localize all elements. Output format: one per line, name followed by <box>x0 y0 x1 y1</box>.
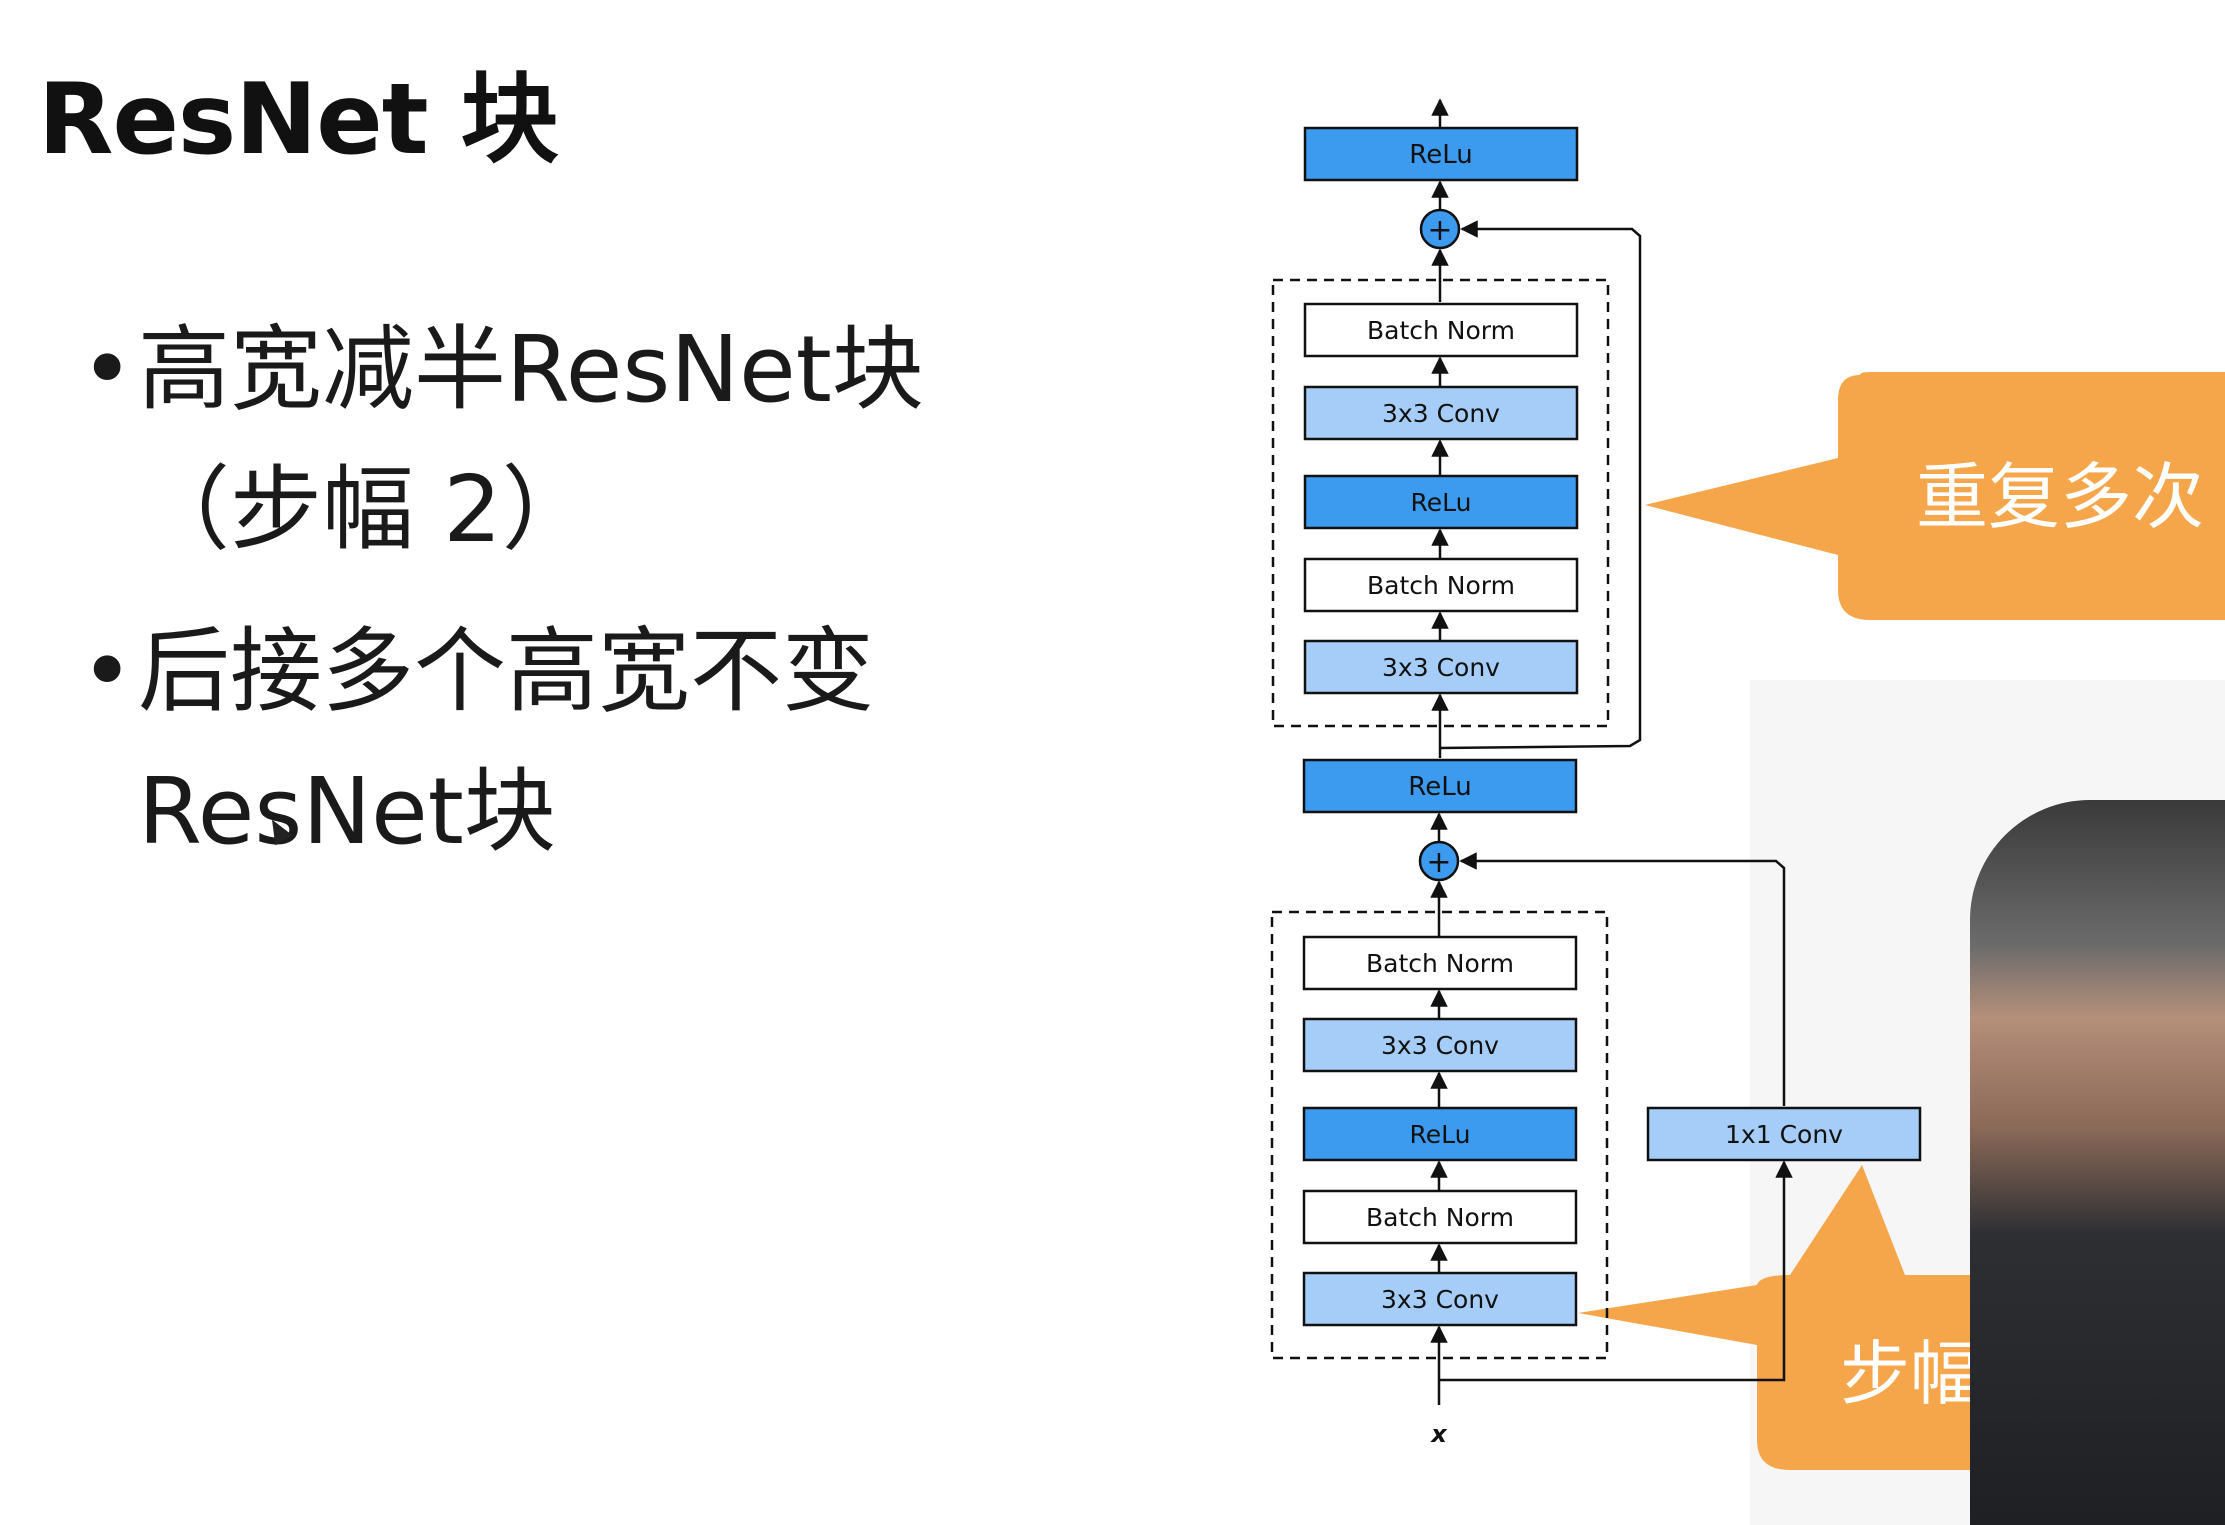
bullet-dot: • <box>80 618 135 725</box>
top-layer-batchnorm-2: Batch Norm <box>1303 557 1579 613</box>
bullet-text: 高宽减半ResNet块（步幅 2） <box>138 316 924 563</box>
skip-connection-bottom-input <box>1439 1160 1793 1382</box>
callout-repeat-text: 重复多次 <box>1916 455 2204 539</box>
layer-label: 3x3 Conv <box>1382 653 1500 682</box>
layer-label: ReLu <box>1410 1120 1471 1149</box>
layer-label: ReLu <box>1411 488 1472 517</box>
top-layer-conv-2: 3x3 Conv <box>1303 639 1579 695</box>
relu-middle-label: ReLu <box>1408 772 1471 802</box>
callout-repeat: 重复多次 <box>1645 372 2225 620</box>
add-symbol: + <box>1426 845 1451 880</box>
slide-title: ResNet 块 <box>38 63 559 177</box>
relu-output-box: ReLu <box>1303 126 1579 182</box>
top-layer-batchnorm-1: Batch Norm <box>1303 302 1579 358</box>
bottom-layer-conv-2: 3x3 Conv <box>1302 1271 1578 1327</box>
bullet-dot: • <box>80 316 135 423</box>
bottom-layer-conv-1: 3x3 Conv <box>1302 1017 1578 1073</box>
bottom-layer-batchnorm-1: Batch Norm <box>1302 935 1578 991</box>
relu-output-label: ReLu <box>1409 140 1472 170</box>
relu-middle-box: ReLu <box>1302 758 1578 814</box>
layer-label: 3x3 Conv <box>1381 1031 1499 1060</box>
add-node-bottom: + <box>1418 840 1460 882</box>
input-label: x <box>1430 1420 1448 1448</box>
layer-label: Batch Norm <box>1367 571 1515 600</box>
bullet-item: • 高宽减半ResNet块（步幅 2） <box>80 300 1038 580</box>
layer-label: Batch Norm <box>1366 949 1514 978</box>
callout-stride-text: 步幅 <box>1840 1333 1980 1415</box>
skip-connection-top <box>1439 220 1642 750</box>
bottom-layer-relu: ReLu <box>1302 1106 1578 1162</box>
shortcut-conv-box: 1x1 Conv <box>1646 1106 1922 1162</box>
layer-label: Batch Norm <box>1366 1203 1514 1232</box>
bottom-layer-batchnorm-2: Batch Norm <box>1302 1189 1578 1245</box>
top-layer-relu: ReLu <box>1303 474 1579 530</box>
layer-label: 3x3 Conv <box>1381 1285 1499 1314</box>
skip-connection-bottom-output <box>1459 852 1786 1106</box>
shortcut-conv-label: 1x1 Conv <box>1725 1120 1843 1149</box>
layer-label: Batch Norm <box>1367 316 1515 345</box>
layer-label: 3x3 Conv <box>1382 399 1500 428</box>
add-symbol: + <box>1427 213 1452 248</box>
add-node-top: + <box>1419 208 1461 250</box>
bullet-text: 后接多个高宽不变ResNet块 <box>138 618 875 865</box>
presenter-video <box>1970 800 2225 1525</box>
top-layer-conv-1: 3x3 Conv <box>1303 385 1579 441</box>
bullet-item: • 后接多个高宽不变ResNet块 <box>80 602 1038 882</box>
